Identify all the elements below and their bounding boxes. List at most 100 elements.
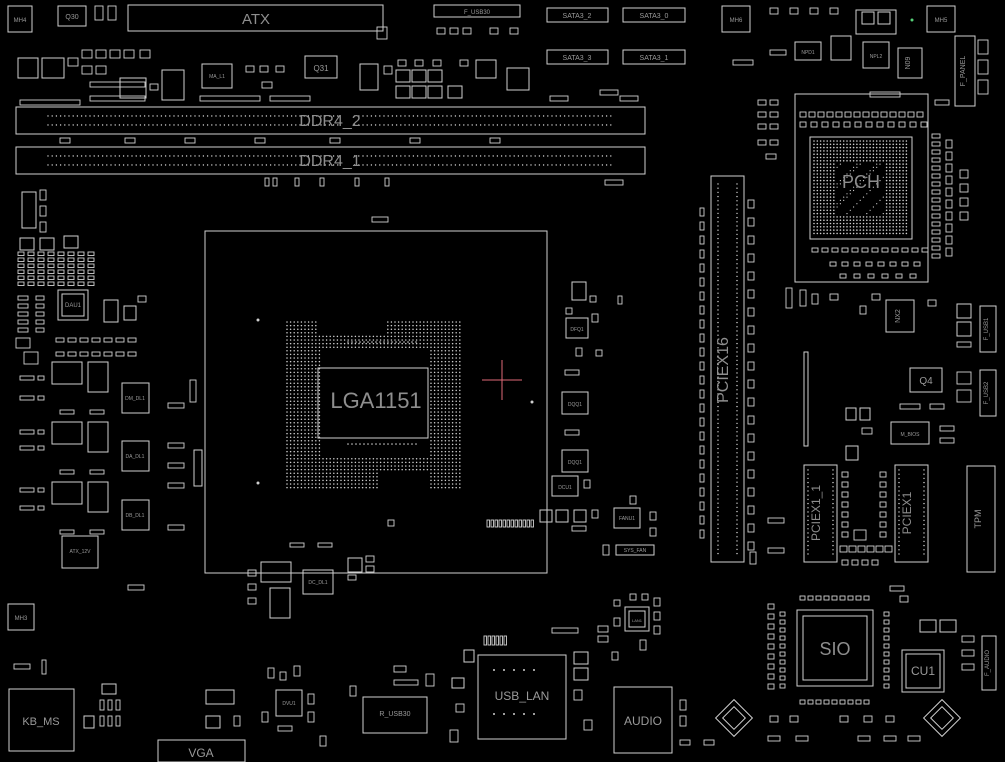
sata3-2-connector[interactable]: SATA3_2 (546, 7, 609, 23)
tpm-header[interactable]: TPM (966, 465, 996, 573)
svg-text:MA_L1: MA_L1 (209, 74, 225, 80)
dvu1-chip[interactable]: DVU1 (275, 689, 303, 717)
dau1-controller[interactable]: DAU1 (57, 289, 89, 321)
mosfet-q30[interactable]: Q30 (57, 5, 87, 27)
svg-text:F_AUDIO: F_AUDIO (985, 650, 991, 676)
sys-fan-header[interactable]: SYS_FAN (615, 544, 655, 556)
ddr4-1-slot[interactable]: DDR4_1 (15, 146, 646, 175)
dfq1-chip[interactable]: DFQ1 (565, 317, 589, 339)
svg-text:VGA: VGA (188, 746, 213, 760)
svg-text:DDR4_1: DDR4_1 (299, 153, 360, 170)
svg-text:DB_DL1: DB_DL1 (126, 513, 145, 519)
f-panel-header[interactable]: F_PANEL (954, 35, 976, 107)
audio-jack[interactable]: AUDIO (613, 686, 673, 754)
mount-hole-mh6[interactable]: MH6 (721, 5, 751, 33)
dqq1-b-chip[interactable]: DQQ1 (561, 449, 589, 473)
svg-text:LGA1151: LGA1151 (330, 388, 421, 413)
mount-hole-mh5[interactable]: MH5 (926, 5, 956, 33)
f-audio-header[interactable]: F_AUDIO (981, 635, 997, 691)
cursor-crosshair (482, 360, 522, 400)
db-dl1-inductor[interactable]: DB_DL1 (121, 499, 150, 531)
mount-hole-mh1[interactable] (922, 698, 962, 738)
svg-text:ATX: ATX (242, 11, 270, 28)
f-usb2-header[interactable]: F_USB2 (979, 369, 997, 417)
n09-chip[interactable]: N09 (897, 47, 923, 79)
pch-chipset[interactable]: PCH (794, 93, 929, 283)
svg-text:PCIEX1: PCIEX1 (900, 491, 914, 534)
sata3-1-connector[interactable]: SATA3_1 (622, 49, 686, 65)
svg-text:DAU1: DAU1 (65, 303, 82, 309)
cu1-chip[interactable]: CU1 (901, 649, 945, 693)
sata3-0-connector[interactable]: SATA3_0 (622, 7, 686, 23)
mount-hole-mh3[interactable]: MH3 (7, 603, 35, 631)
svg-text:TPM: TPM (973, 510, 983, 529)
svg-text:DC_DL1: DC_DL1 (308, 580, 327, 586)
mount-hole-mh2[interactable] (714, 698, 754, 738)
da-dl1-inductor[interactable]: DA_DL1 (121, 440, 150, 472)
svg-text:AUDIO: AUDIO (624, 714, 662, 728)
svg-text:PCIEX16: PCIEX16 (715, 337, 732, 403)
usb-lan-port[interactable]: USB_LAN (477, 654, 567, 740)
mosfet-q31[interactable]: Q31 (304, 55, 338, 79)
vga-port[interactable]: VGA (157, 739, 246, 762)
atx-power-connector[interactable]: ATX (127, 4, 384, 32)
svg-text:MH3: MH3 (15, 616, 28, 622)
nx2-chip[interactable]: NX2 (885, 299, 915, 333)
m-bios-chip[interactable]: M_BIOS (890, 421, 930, 445)
svg-text:DVU1: DVU1 (282, 701, 296, 707)
dqq1-a-chip[interactable]: DQQ1 (561, 391, 589, 415)
svg-text:SATA3_2: SATA3_2 (563, 13, 592, 20)
svg-text:DA_DL1: DA_DL1 (126, 454, 145, 460)
mosfet-q4[interactable]: Q4 (909, 367, 943, 393)
svg-text:FANU1: FANU1 (619, 516, 635, 522)
svg-text:DQQ1: DQQ1 (568, 402, 582, 408)
cpu-socket-lga1151[interactable]: LGA1151 (204, 230, 548, 574)
svg-text:Q30: Q30 (65, 14, 78, 21)
dc-dl1-inductor[interactable]: DC_DL1 (302, 569, 334, 595)
sio-chip[interactable]: SIO (796, 609, 874, 687)
fanu1-chip[interactable]: FANU1 (613, 507, 641, 529)
svg-text:NPL2: NPL2 (870, 54, 883, 60)
svg-text:DQQ1: DQQ1 (568, 460, 582, 466)
svg-text:M_BIOS: M_BIOS (901, 432, 921, 438)
svg-text:Q31: Q31 (313, 64, 329, 73)
pciex16-slot[interactable]: PCIEX16 (710, 175, 745, 563)
svg-text:NX2: NX2 (895, 309, 902, 323)
svg-text:SATA3_1: SATA3_1 (640, 55, 669, 62)
svg-text:DDR4_2: DDR4_2 (299, 113, 360, 130)
dcu1-chip[interactable]: DCU1 (551, 475, 579, 497)
svg-text:F_USB1: F_USB1 (984, 317, 990, 340)
svg-text:SATA3_0: SATA3_0 (640, 13, 669, 20)
f-usb30-header[interactable]: F_USB30 (433, 4, 521, 18)
lan1-chip[interactable]: LAN1 (624, 606, 650, 632)
ma-l1-inductor[interactable]: MA_L1 (201, 63, 233, 89)
svg-text:CU1: CU1 (911, 664, 935, 678)
svg-text:Q4: Q4 (919, 376, 933, 387)
svg-text:DM_DL1: DM_DL1 (125, 396, 145, 402)
mount-hole-mh4[interactable]: MH4 (7, 5, 33, 33)
atx-12v-connector[interactable]: ATX_12V (61, 535, 99, 569)
svg-text:N09: N09 (905, 56, 912, 69)
svg-text:SYS_FAN: SYS_FAN (624, 548, 647, 554)
r-usb30-header[interactable]: R_USB30 (362, 696, 428, 734)
svg-text:PCH: PCH (842, 172, 880, 192)
npl2-chip[interactable]: NPL2 (862, 41, 890, 69)
svg-text:DCU1: DCU1 (558, 485, 572, 491)
sata3-3-connector[interactable]: SATA3_3 (546, 49, 609, 65)
svg-text:NPD1: NPD1 (801, 50, 815, 56)
svg-text:KB_MS: KB_MS (22, 716, 59, 728)
f-usb1-header[interactable]: F_USB1 (979, 305, 997, 353)
svg-text:MH6: MH6 (730, 18, 743, 24)
svg-text:LAN1: LAN1 (632, 618, 643, 623)
dm-dl1-inductor[interactable]: DM_DL1 (121, 382, 150, 414)
svg-text:R_USB30: R_USB30 (379, 711, 410, 718)
ddr4-2-slot[interactable]: DDR4_2 (15, 106, 646, 135)
svg-text:ATX_12V: ATX_12V (69, 549, 91, 555)
npd1-chip[interactable]: NPD1 (794, 41, 822, 61)
pciex1-1-slot[interactable]: PCIEX1_1 (803, 464, 838, 563)
kb-ms-port[interactable]: KB_MS (8, 688, 75, 752)
svg-text:DFQ1: DFQ1 (570, 327, 584, 333)
pciex1-slot[interactable]: PCIEX1 (894, 464, 929, 563)
svg-text:SIO: SIO (819, 639, 850, 659)
